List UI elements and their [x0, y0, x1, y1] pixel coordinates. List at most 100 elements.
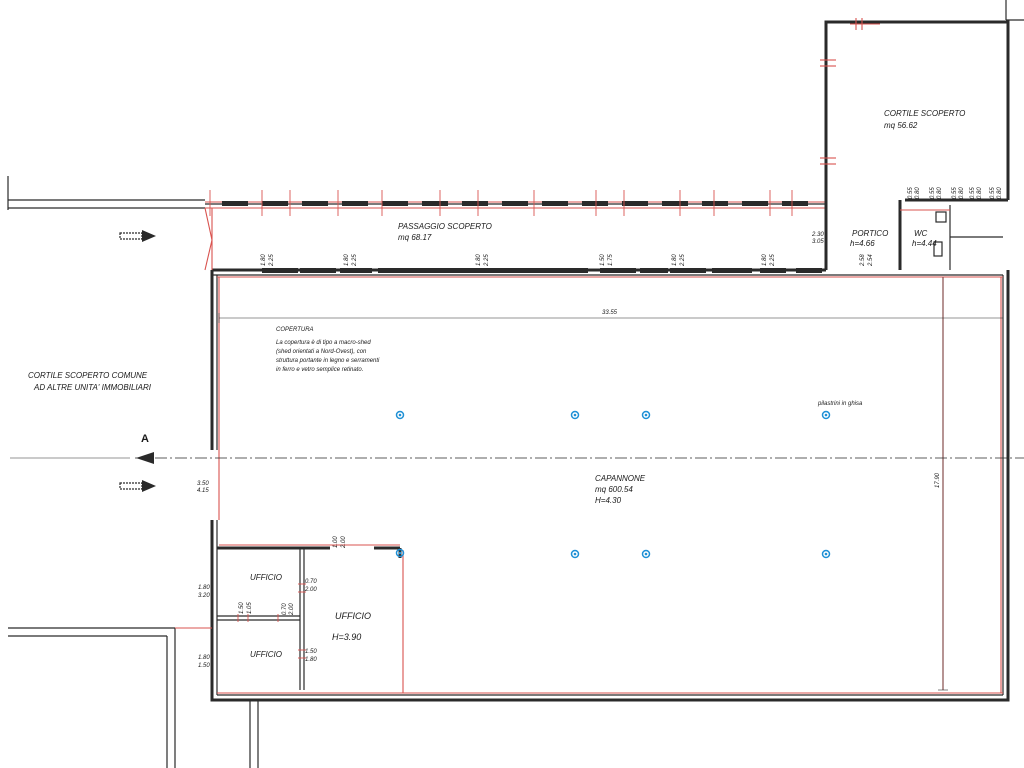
dim-office-left-2b: 1.50	[198, 663, 210, 669]
wall-window	[782, 201, 808, 206]
capannone-name: CAPANNONE	[595, 474, 646, 483]
building-window	[640, 268, 668, 273]
dim-left-opening-b: 4.15	[197, 488, 209, 494]
ufficio-bottom-name: UFFICIO	[250, 650, 282, 659]
building-window	[378, 268, 588, 273]
building-window	[300, 268, 336, 273]
wc-name: WC	[914, 229, 928, 238]
window-dimension: 2.25	[484, 254, 490, 267]
dim-width-main: 33.55	[602, 310, 618, 316]
wall-window	[462, 201, 488, 206]
wc-window-dimension: 0.55	[952, 187, 958, 199]
window-dimension: 2.25	[269, 254, 275, 267]
column-icon	[821, 410, 831, 420]
column-icon	[641, 549, 651, 559]
main-window-row	[262, 268, 822, 273]
wall-window	[342, 201, 368, 206]
dim-office-left-1b: 3.20	[198, 593, 210, 599]
cortile-comune-line1: CORTILE SCOPERTO COMUNE	[28, 371, 148, 380]
wall-window	[742, 201, 768, 206]
dim-left-opening-a: 3.50	[197, 481, 209, 487]
wall-window	[622, 201, 648, 206]
copertura-line-4: in ferro e vetro semplice retinato.	[276, 367, 363, 373]
column-icon	[395, 548, 405, 558]
copertura-line-1: La copertura è di tipo a macro-shed	[276, 340, 371, 346]
capannone-area: mq 600.54	[595, 485, 633, 494]
dim-office-mid-1a: 0.70	[305, 579, 317, 585]
dim-office-mid-1b: 2.00	[304, 587, 317, 593]
dim-portico-opening-b: 3.05	[812, 239, 824, 245]
entry-arrow-icon	[119, 480, 156, 492]
cortile-comune-line2: AD ALTRE UNITA' IMMOBILIARI	[33, 383, 152, 392]
window-dimension: 1.80	[762, 254, 768, 266]
dim-portico-side-b: 2.54	[868, 254, 874, 267]
dim-portico-side-a: 2.58	[860, 254, 866, 267]
passaggio-window-row	[209, 190, 808, 216]
copertura-line-2: (shed orientati a Nord-Ovest), con	[276, 349, 367, 355]
entry-arrow-icon	[119, 230, 156, 242]
window-dimension: 1.75	[608, 254, 614, 266]
dim-office-mid-2a: 0.70	[282, 603, 288, 615]
wall-window	[262, 201, 288, 206]
dim-depth-main: 17.90	[935, 472, 941, 488]
dimension-lines	[218, 277, 1004, 691]
office-walls	[175, 544, 404, 693]
dim-office-left-2a: 1.80	[198, 655, 210, 661]
window-dimension: 2.25	[352, 254, 358, 267]
dim-office-mid-2b: 2.00	[289, 603, 295, 616]
column-icon	[395, 410, 405, 420]
dim-office-left-1a: 1.80	[198, 585, 210, 591]
entry-arrows	[119, 230, 156, 492]
window-dimension: 2.25	[770, 254, 776, 267]
section-arrow-icon	[136, 452, 154, 464]
passaggio-name: PASSAGGIO SCOPERTO	[398, 222, 492, 231]
ufficio-top-name: UFFICIO	[250, 573, 282, 582]
courtyard-top-walls	[820, 18, 1010, 200]
cortile-top-area: mq 56.62	[884, 121, 918, 130]
pilastrini-label: pilastrini in ghisa	[817, 401, 863, 407]
dim-office-door-top-b: 2.00	[341, 536, 347, 549]
passaggio-area: mq 68.17	[398, 233, 432, 242]
wc-window-dimension: 0.55	[930, 187, 936, 199]
dim-office-inner-a: 1.50	[239, 602, 245, 614]
column-group	[395, 410, 831, 559]
ufficio-large-height: H=3.90	[332, 632, 361, 642]
dim-portico-opening-a: 2.30	[811, 232, 824, 238]
building-window	[340, 268, 372, 273]
dim-office-mid-3a: 1.50	[305, 649, 317, 655]
window-dimension: 1.80	[672, 254, 678, 266]
building-window	[600, 268, 636, 273]
labels: CORTILE SCOPERTO mq 56.62 PASSAGGIO SCOP…	[28, 109, 965, 669]
cortile-top-name: CORTILE SCOPERTO	[884, 109, 965, 118]
wc-window-dimension: 0.80	[997, 187, 1003, 199]
section-axis	[10, 452, 1024, 464]
wall-window	[382, 201, 408, 206]
wall-window	[542, 201, 568, 206]
portico-wc-block	[824, 198, 1008, 690]
dim-office-mid-3b: 1.80	[305, 657, 317, 663]
copertura-title: COPERTURA	[276, 327, 314, 333]
building-window	[760, 268, 786, 273]
window-dimension: 1.80	[344, 254, 350, 266]
wc-window-dimension: 0.80	[959, 187, 965, 199]
capannone-height: H=4.30	[595, 496, 622, 505]
wc-window-dimension: 0.80	[937, 187, 943, 199]
portico-name: PORTICO	[852, 229, 888, 238]
wc-window-dimension: 0.55	[990, 187, 996, 199]
column-icon	[821, 549, 831, 559]
wc-height: h=4.44	[912, 239, 937, 248]
window-dimension: 1.80	[476, 254, 482, 266]
wall-window	[222, 201, 248, 206]
window-dimension: 1.50	[600, 254, 606, 266]
wall-window	[502, 201, 528, 206]
copertura-line-3: struttura portante in legno e serramenti	[276, 358, 380, 364]
window-dimension: 2.25	[680, 254, 686, 267]
window-dimension: 1.80	[261, 254, 267, 266]
wall-window	[702, 201, 728, 206]
wall-window	[582, 201, 608, 206]
wall-window	[302, 201, 328, 206]
portico-height: h=4.66	[850, 239, 875, 248]
